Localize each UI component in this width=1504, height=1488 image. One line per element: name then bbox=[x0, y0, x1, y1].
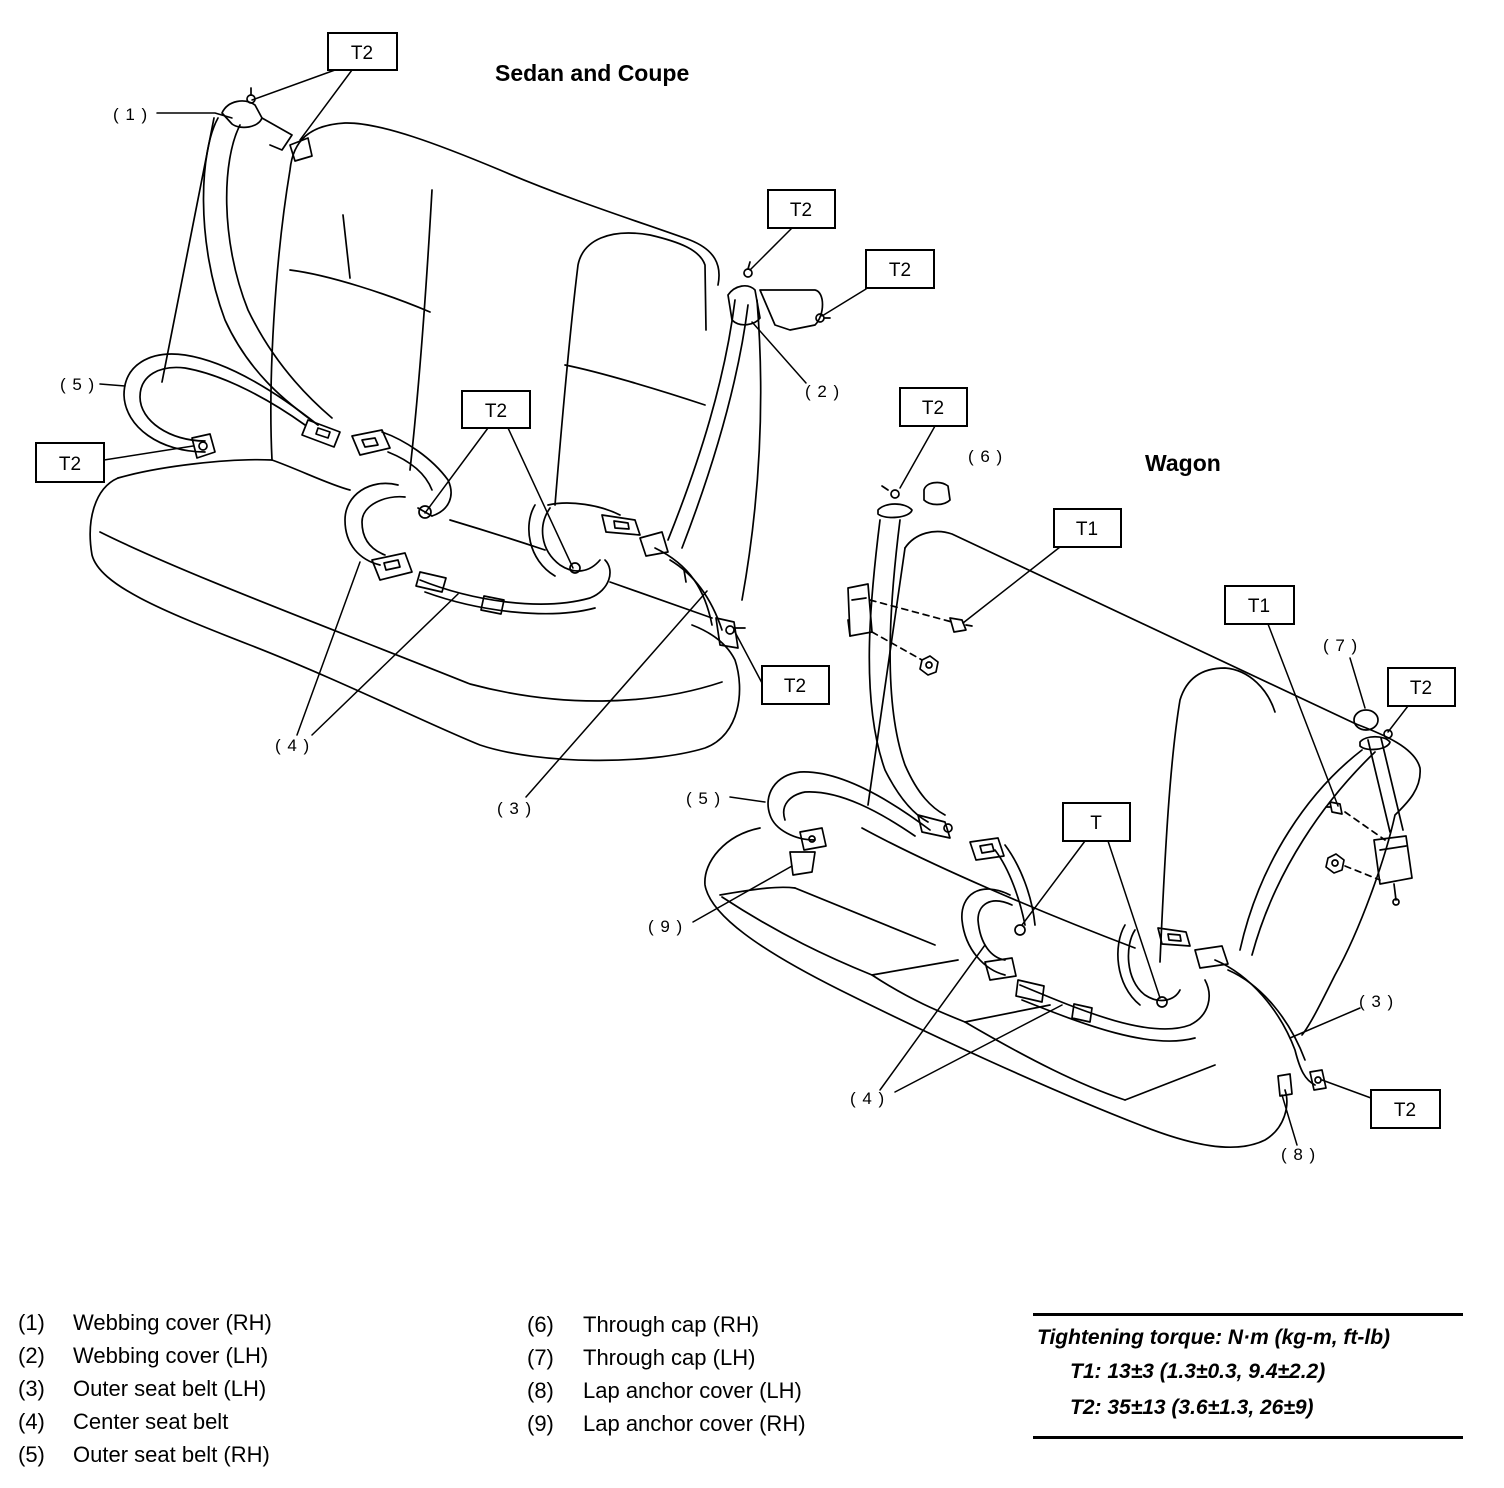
legend-number: (3) bbox=[18, 1376, 45, 1401]
wagon-torque-marks: T2 T1 T1 T2 T T2 bbox=[899, 387, 1456, 1129]
legend-number: (9) bbox=[527, 1411, 554, 1436]
torque-mark: T2 bbox=[1387, 667, 1456, 707]
wagon-seat-back bbox=[861, 530, 1421, 1036]
legend-text: Center seat belt bbox=[73, 1409, 229, 1434]
sedan-seat-back bbox=[270, 122, 762, 601]
svg-text:T2: T2 bbox=[59, 454, 81, 475]
legend-text: Lap anchor cover (LH) bbox=[583, 1378, 802, 1403]
callout-9: ( 9 ) bbox=[648, 917, 683, 936]
wagon-through-cap-rh bbox=[923, 481, 951, 506]
callout-3: ( 3 ) bbox=[1359, 992, 1394, 1011]
callout-5: ( 5 ) bbox=[60, 375, 95, 394]
sedan-callouts: ( 1 ) ( 5 ) ( 2 ) ( 4 ) ( 3 ) bbox=[60, 105, 840, 818]
legend-text: Outer seat belt (LH) bbox=[73, 1376, 267, 1401]
torque-t2: T2: 35±13 (3.6±1.3, 26±9) bbox=[1070, 1396, 1314, 1419]
svg-text:T2: T2 bbox=[784, 676, 806, 697]
svg-text:T1: T1 bbox=[1248, 596, 1270, 617]
legend-number: (7) bbox=[527, 1345, 554, 1370]
wagon-outer-seat-belt-lh bbox=[1194, 737, 1413, 1091]
torque-mark: T2 bbox=[899, 387, 968, 427]
legend-number: (4) bbox=[18, 1409, 45, 1434]
svg-text:T2: T2 bbox=[889, 260, 911, 281]
wagon-lap-anchor-cover-lh bbox=[1277, 1073, 1293, 1097]
legend-number: (8) bbox=[527, 1378, 554, 1403]
torque-mark: T2 bbox=[865, 249, 935, 289]
legend-text: Webbing cover (RH) bbox=[73, 1310, 272, 1335]
sedan-tongue-plate bbox=[301, 419, 341, 448]
callout-6: ( 6 ) bbox=[968, 447, 1003, 466]
torque-heading: Tightening torque: N·m (kg-m, ft-lb) bbox=[1037, 1326, 1391, 1349]
wagon-outer-seat-belt-rh bbox=[767, 485, 953, 851]
wagon-title: Wagon bbox=[1145, 450, 1221, 476]
wagon-center-seat-belt bbox=[961, 837, 1210, 1042]
sedan-outer-seat-belt-lh bbox=[639, 299, 749, 649]
torque-t1: T1: 13±3 (1.3±0.3, 9.4±2.2) bbox=[1070, 1360, 1326, 1383]
legend-text: Through cap (RH) bbox=[583, 1312, 760, 1337]
torque-mark: T2 bbox=[767, 189, 836, 229]
wagon-retractor-lh bbox=[1373, 835, 1413, 885]
svg-text:T2: T2 bbox=[351, 43, 373, 64]
svg-text:T2: T2 bbox=[922, 398, 944, 419]
legend-text: Outer seat belt (RH) bbox=[73, 1442, 270, 1467]
sedan-rear-seat bbox=[89, 122, 762, 762]
callout-4: ( 4 ) bbox=[850, 1089, 885, 1108]
callout-2: ( 2 ) bbox=[805, 382, 840, 401]
torque-mark: T2 bbox=[35, 442, 105, 483]
svg-text:T1: T1 bbox=[1076, 519, 1098, 540]
svg-text:T2: T2 bbox=[790, 200, 812, 221]
sedan-webbing-cover-lh bbox=[727, 261, 831, 331]
torque-mark: T2 bbox=[461, 390, 531, 429]
legend-text: Through cap (LH) bbox=[583, 1345, 756, 1370]
svg-text:T: T bbox=[1090, 813, 1102, 834]
wagon-through-cap-lh bbox=[1353, 709, 1393, 751]
legend-number: (1) bbox=[18, 1310, 45, 1335]
sedan-outer-seat-belt-rh bbox=[123, 117, 341, 459]
legend-text: Webbing cover (LH) bbox=[73, 1343, 269, 1368]
callout-3: ( 3 ) bbox=[497, 799, 532, 818]
wagon-retractor-rh bbox=[847, 583, 873, 637]
callout-5: ( 5 ) bbox=[686, 789, 721, 808]
svg-text:T2: T2 bbox=[1394, 1100, 1416, 1121]
svg-text:T2: T2 bbox=[1410, 678, 1432, 699]
callout-7: ( 7 ) bbox=[1323, 636, 1358, 655]
sedan-center-seat-belt bbox=[344, 429, 641, 615]
sedan-title: Sedan and Coupe bbox=[495, 60, 689, 86]
torque-mark: T bbox=[1062, 802, 1131, 842]
wagon-retractor-bolts-rh bbox=[869, 599, 973, 676]
wagon-retractor-bolts-lh bbox=[1325, 801, 1386, 881]
torque-mark: T2 bbox=[761, 665, 830, 705]
callout-1: ( 1 ) bbox=[113, 105, 148, 124]
torque-mark: T1 bbox=[1053, 508, 1122, 548]
callout-8: ( 8 ) bbox=[1281, 1145, 1316, 1164]
callout-4: ( 4 ) bbox=[275, 736, 310, 755]
wagon-lap-anchor-cover-rh bbox=[789, 851, 816, 876]
wagon-callouts: ( 6 ) ( 7 ) ( 5 ) ( 9 ) ( 4 ) ( 3 ) ( 8 … bbox=[648, 447, 1394, 1164]
torque-mark: T1 bbox=[1224, 585, 1295, 625]
wagon-seat-cushion bbox=[704, 827, 1288, 1149]
legend-text: Lap anchor cover (RH) bbox=[583, 1411, 806, 1436]
legend-number: (6) bbox=[527, 1312, 554, 1337]
seat-belt-exploded-diagram: Sedan and Coupe Wagon bbox=[35, 32, 1456, 1164]
sedan-buckle bbox=[351, 429, 391, 456]
legend-number: (5) bbox=[18, 1442, 45, 1467]
wagon-buckle bbox=[969, 837, 1005, 861]
torque-mark: T2 bbox=[1370, 1089, 1441, 1129]
svg-text:T2: T2 bbox=[485, 401, 507, 422]
torque-mark: T2 bbox=[327, 32, 398, 71]
sedan-torque-marks: T2 T2 T2 T2 T2 T2 bbox=[35, 32, 935, 705]
sedan-seat-cushion bbox=[89, 458, 741, 762]
leader-lines bbox=[99, 69, 1409, 1146]
sedan-webbing-cover-rh bbox=[221, 87, 313, 162]
legend-number: (2) bbox=[18, 1343, 45, 1368]
tightening-torque-spec: Tightening torque: N·m (kg-m, ft-lb) T1:… bbox=[1033, 1313, 1463, 1439]
